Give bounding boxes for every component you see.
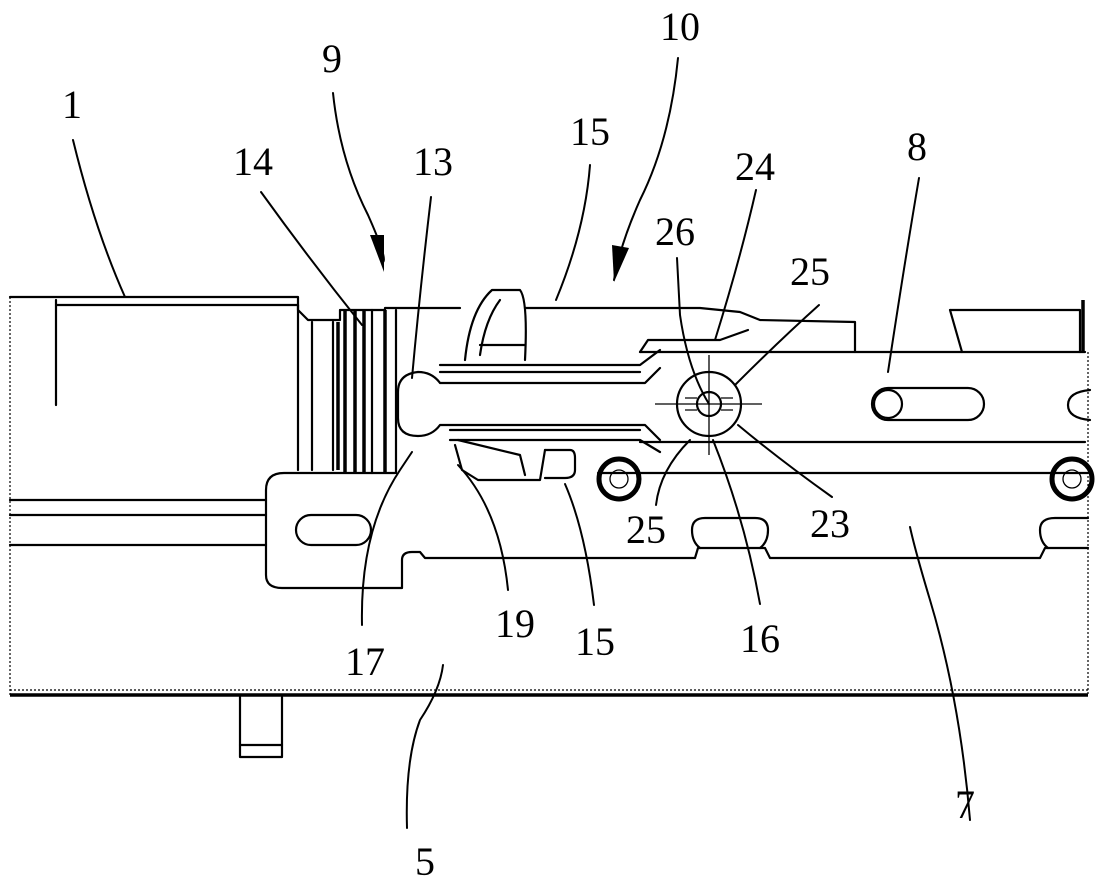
label-24: 24 xyxy=(735,144,775,189)
label-17: 17 xyxy=(345,639,385,684)
label-10: 10 xyxy=(660,4,700,49)
arrow-10-head xyxy=(612,245,629,282)
component-7-plate xyxy=(264,471,1090,590)
component-8-rail xyxy=(638,300,1092,695)
arrow-9-head xyxy=(370,235,384,272)
label-19: 19 xyxy=(495,601,535,646)
component-9-collar xyxy=(343,308,398,475)
reference-labels: 1 9 10 14 13 15 26 24 25 8 25 23 7 19 15… xyxy=(62,4,975,884)
label-9: 9 xyxy=(322,36,342,81)
component-13-latch xyxy=(396,348,662,454)
label-16: 16 xyxy=(740,616,780,661)
label-25-upper: 25 xyxy=(790,249,830,294)
component-5-base xyxy=(8,498,1088,759)
label-15-upper: 15 xyxy=(570,109,610,154)
label-23: 23 xyxy=(810,501,850,546)
component-1-housing xyxy=(8,295,462,695)
component-15-lower-arm xyxy=(453,438,577,482)
label-13: 13 xyxy=(413,139,453,184)
label-1: 1 xyxy=(62,82,82,127)
label-26: 26 xyxy=(655,209,695,254)
label-25-lower: 25 xyxy=(626,507,666,552)
leader-lines xyxy=(72,57,971,829)
label-5: 5 xyxy=(415,839,435,884)
label-8: 8 xyxy=(907,124,927,169)
label-14: 14 xyxy=(233,139,273,184)
label-15-lower: 15 xyxy=(575,619,615,664)
component-23-pin xyxy=(655,355,762,455)
rivets xyxy=(596,456,1095,502)
label-7: 7 xyxy=(955,782,975,827)
